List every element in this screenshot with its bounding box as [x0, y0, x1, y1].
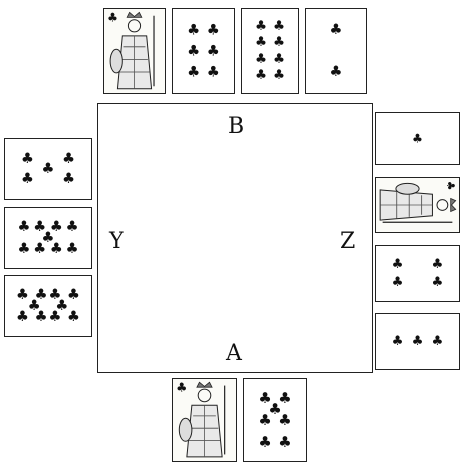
- club-pip: ♣: [21, 151, 34, 167]
- card-face: ♣ ♣ ♣ ♣: [376, 246, 459, 301]
- card-face: ♣♣♣♣♣♣♣♣♣: [5, 208, 91, 268]
- club-pip: ♣: [62, 151, 75, 167]
- card-face: ♣: [376, 113, 459, 164]
- card-east-ace: ♣: [375, 112, 460, 165]
- club-pip: ♣: [67, 287, 80, 303]
- club-pip: ♣: [42, 161, 55, 177]
- card-north-two: ♣♣: [305, 8, 367, 94]
- card-face: ♣ ♣ ♣ ♣ ♣ ♣: [173, 9, 234, 93]
- card-south-king: ♣: [172, 378, 237, 462]
- club-pip: ♣: [273, 35, 285, 50]
- club-pip: ♣: [431, 334, 443, 349]
- club-pip: ♣: [50, 241, 63, 257]
- card-west-ten: ♣♣♣♣♣♣♣♣♣♣: [4, 275, 92, 337]
- card-south-seven: ♣♣♣♣♣♣♣: [243, 378, 307, 462]
- club-pip: ♣: [255, 35, 267, 50]
- club-pip: ♣: [392, 334, 404, 349]
- club-pip: ♣: [187, 64, 200, 81]
- card-face: ♣ ♣ ♣ ♣ ♣: [5, 139, 91, 199]
- club-pip: ♣: [330, 22, 343, 38]
- club-pip: ♣: [392, 275, 404, 290]
- card-table: [97, 103, 373, 373]
- club-pip: ♣: [66, 219, 79, 235]
- card-face: ♣: [104, 9, 165, 93]
- card-face: ♣♣♣♣♣♣♣♣: [242, 9, 298, 93]
- card-north-queen: ♣: [103, 8, 166, 94]
- club-pip: ♣: [21, 171, 34, 187]
- club-index: ♣: [444, 181, 457, 191]
- card-north-six: ♣ ♣ ♣ ♣ ♣ ♣: [172, 8, 235, 94]
- card-east-three: ♣ ♣ ♣: [375, 313, 460, 370]
- club-pip: ♣: [17, 241, 30, 257]
- club-pip: ♣: [66, 241, 79, 257]
- club-pip: ♣: [62, 171, 75, 187]
- club-pip: ♣: [258, 433, 271, 451]
- card-east-four: ♣ ♣ ♣ ♣: [375, 245, 460, 302]
- club-pip: ♣: [258, 411, 271, 429]
- club-pip: ♣: [207, 43, 220, 60]
- club-pip: ♣: [50, 219, 63, 235]
- card-west-nine: ♣♣♣♣♣♣♣♣♣: [4, 207, 92, 269]
- club-pip: ♣: [207, 64, 220, 81]
- club-pip: ♣: [35, 287, 48, 303]
- club-pip: ♣: [255, 68, 267, 83]
- club-pip: ♣: [412, 334, 424, 349]
- card-face: ♣: [376, 178, 459, 232]
- seat-label-south: A: [226, 343, 242, 365]
- card-face: ♣♣: [306, 9, 366, 93]
- club-pip: ♣: [17, 219, 30, 235]
- club-pip: ♣: [35, 309, 48, 325]
- club-pip: ♣: [255, 52, 267, 67]
- club-pip: ♣: [330, 64, 343, 80]
- club-pip: ♣: [412, 132, 423, 146]
- queen-figure: ♣: [107, 10, 154, 88]
- club-pip: ♣: [255, 19, 267, 34]
- club-pip: ♣: [67, 309, 80, 325]
- card-north-eight: ♣♣♣♣♣♣♣♣: [241, 8, 299, 94]
- card-face: ♣♣♣♣♣♣♣♣♣♣: [5, 276, 91, 336]
- club-pip: ♣: [431, 275, 443, 290]
- club-pip: ♣: [187, 21, 200, 38]
- club-pip: ♣: [273, 19, 285, 34]
- club-pip: ♣: [278, 433, 291, 451]
- jack-figure: ♣: [380, 181, 457, 223]
- seat-label-west: Y: [109, 231, 124, 253]
- king-figure: ♣: [176, 380, 225, 457]
- club-index: ♣: [176, 380, 187, 395]
- club-pip: ♣: [273, 52, 285, 67]
- club-pip: ♣: [273, 68, 285, 83]
- card-face: ♣: [173, 379, 236, 461]
- club-pip: ♣: [187, 43, 200, 60]
- card-face: ♣♣♣♣♣♣♣: [244, 379, 306, 461]
- club-pip: ♣: [392, 257, 404, 272]
- seat-label-east: Z: [340, 231, 355, 253]
- card-west-five: ♣ ♣ ♣ ♣ ♣: [4, 138, 92, 200]
- card-face: ♣ ♣ ♣: [376, 314, 459, 369]
- club-index: ♣: [107, 10, 118, 24]
- club-pip: ♣: [278, 411, 291, 429]
- card-east-jack: ♣: [375, 177, 460, 233]
- club-pip: ♣: [431, 257, 443, 272]
- seat-label-north: B: [228, 116, 244, 138]
- club-pip: ♣: [207, 21, 220, 38]
